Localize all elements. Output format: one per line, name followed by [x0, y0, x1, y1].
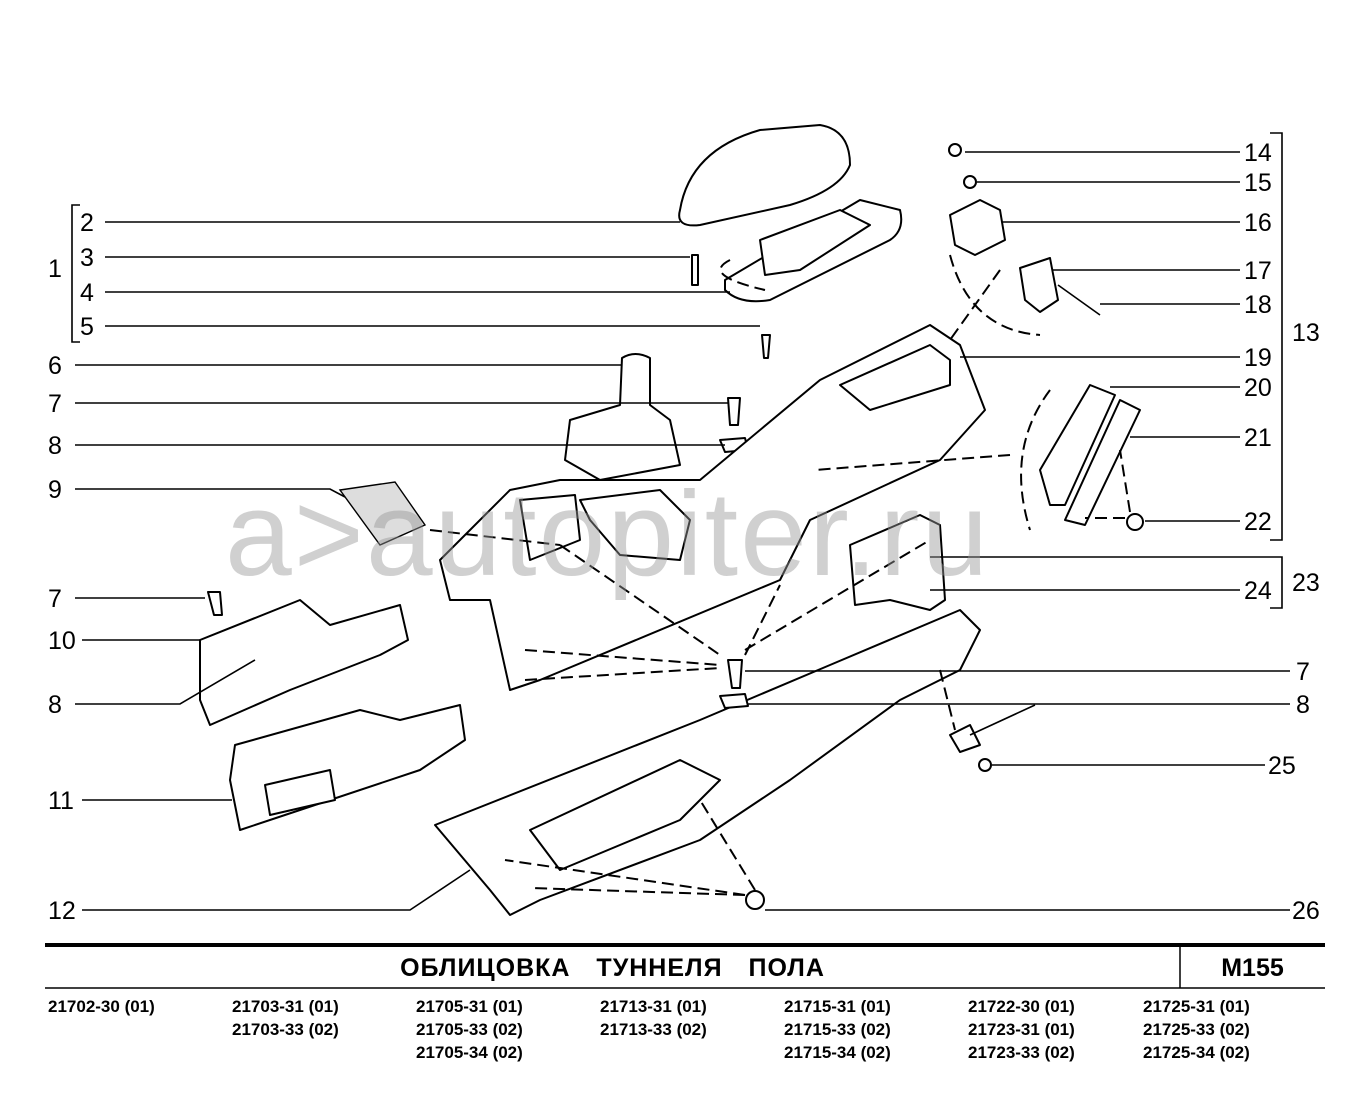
part-number: 21703-31 (01) [232, 997, 339, 1016]
callout-2: 2 [80, 209, 94, 237]
callout-13: 13 [1292, 319, 1320, 347]
side-bracket-24 [849, 514, 946, 611]
diagram-code: М155 [1221, 954, 1284, 982]
callout-6: 6 [48, 352, 62, 380]
armrest-cushion [678, 124, 851, 227]
callout-17: 17 [1244, 257, 1272, 285]
part-number: 21702-30 (01) [48, 997, 155, 1016]
callout-4: 4 [80, 279, 94, 307]
lower-tray-12 [434, 609, 981, 916]
tunnel-console [439, 324, 986, 691]
part-number: 21715-31 (01) [784, 997, 891, 1016]
bracket-parts-16-17 [948, 143, 1101, 316]
part-number: 21705-33 (02) [416, 1020, 523, 1039]
part-number: 21725-31 (01) [1143, 997, 1250, 1016]
nut-26 [745, 890, 765, 910]
part-number: 21703-33 (02) [232, 1020, 339, 1039]
armrest-base [724, 199, 903, 303]
part-number: 21722-30 (01) [968, 997, 1075, 1016]
callout-26: 26 [1292, 897, 1320, 925]
callout-3: 3 [80, 244, 94, 272]
mat-9 [338, 481, 427, 546]
part-number: 21713-31 (01) [600, 997, 707, 1016]
side-panel-11 [229, 704, 466, 831]
callout-10: 10 [48, 627, 76, 655]
callout-8: 8 [48, 691, 62, 719]
pin [691, 254, 699, 286]
callout-8: 8 [48, 432, 62, 460]
part-number: 21725-34 (02) [1143, 1043, 1250, 1062]
callout-22: 22 [1244, 508, 1272, 536]
callout-7: 7 [48, 390, 62, 418]
callout-20: 20 [1244, 374, 1272, 402]
callout-1: 1 [48, 255, 62, 283]
callout-25: 25 [1268, 752, 1296, 780]
part-number: 21715-34 (02) [784, 1043, 891, 1062]
screw-7-center [727, 659, 743, 689]
callout-21: 21 [1244, 424, 1272, 452]
part-number: 21715-33 (02) [784, 1020, 891, 1039]
callout-14: 14 [1244, 139, 1272, 167]
callout-5: 5 [80, 313, 94, 341]
callout-12: 12 [48, 897, 76, 925]
part-number: 21723-31 (01) [968, 1020, 1075, 1039]
callout-11: 11 [48, 787, 74, 815]
screw-25 [978, 758, 992, 772]
side-panel-10 [199, 599, 409, 726]
part-number: 21713-33 (02) [600, 1020, 707, 1039]
callout-9: 9 [48, 476, 62, 504]
callout-15: 15 [1244, 169, 1272, 197]
callout-7: 7 [48, 585, 62, 613]
screw-7-top [727, 397, 741, 426]
callout-16: 16 [1244, 209, 1272, 237]
callout-23: 23 [1292, 569, 1320, 597]
gear-boot [564, 353, 681, 481]
diagram-title: ОБЛИЦОВКА ТУННЕЛЯ ПОЛА [400, 954, 825, 982]
part-number: 21705-34 (02) [416, 1043, 523, 1062]
callout-19: 19 [1244, 344, 1272, 372]
part-number: 21725-33 (02) [1143, 1020, 1250, 1039]
part-number: 21705-31 (01) [416, 997, 523, 1016]
callout-24: 24 [1244, 577, 1272, 605]
rails-20-21 [1039, 384, 1144, 531]
bracket-25 [949, 724, 981, 753]
clip-8-center [719, 693, 749, 709]
screw-7-left [207, 591, 223, 616]
callout-8: 8 [1296, 691, 1310, 719]
callout-7: 7 [1296, 658, 1310, 686]
screw-5 [761, 334, 771, 359]
callout-18: 18 [1244, 291, 1272, 319]
part-number: 21723-33 (02) [968, 1043, 1075, 1062]
